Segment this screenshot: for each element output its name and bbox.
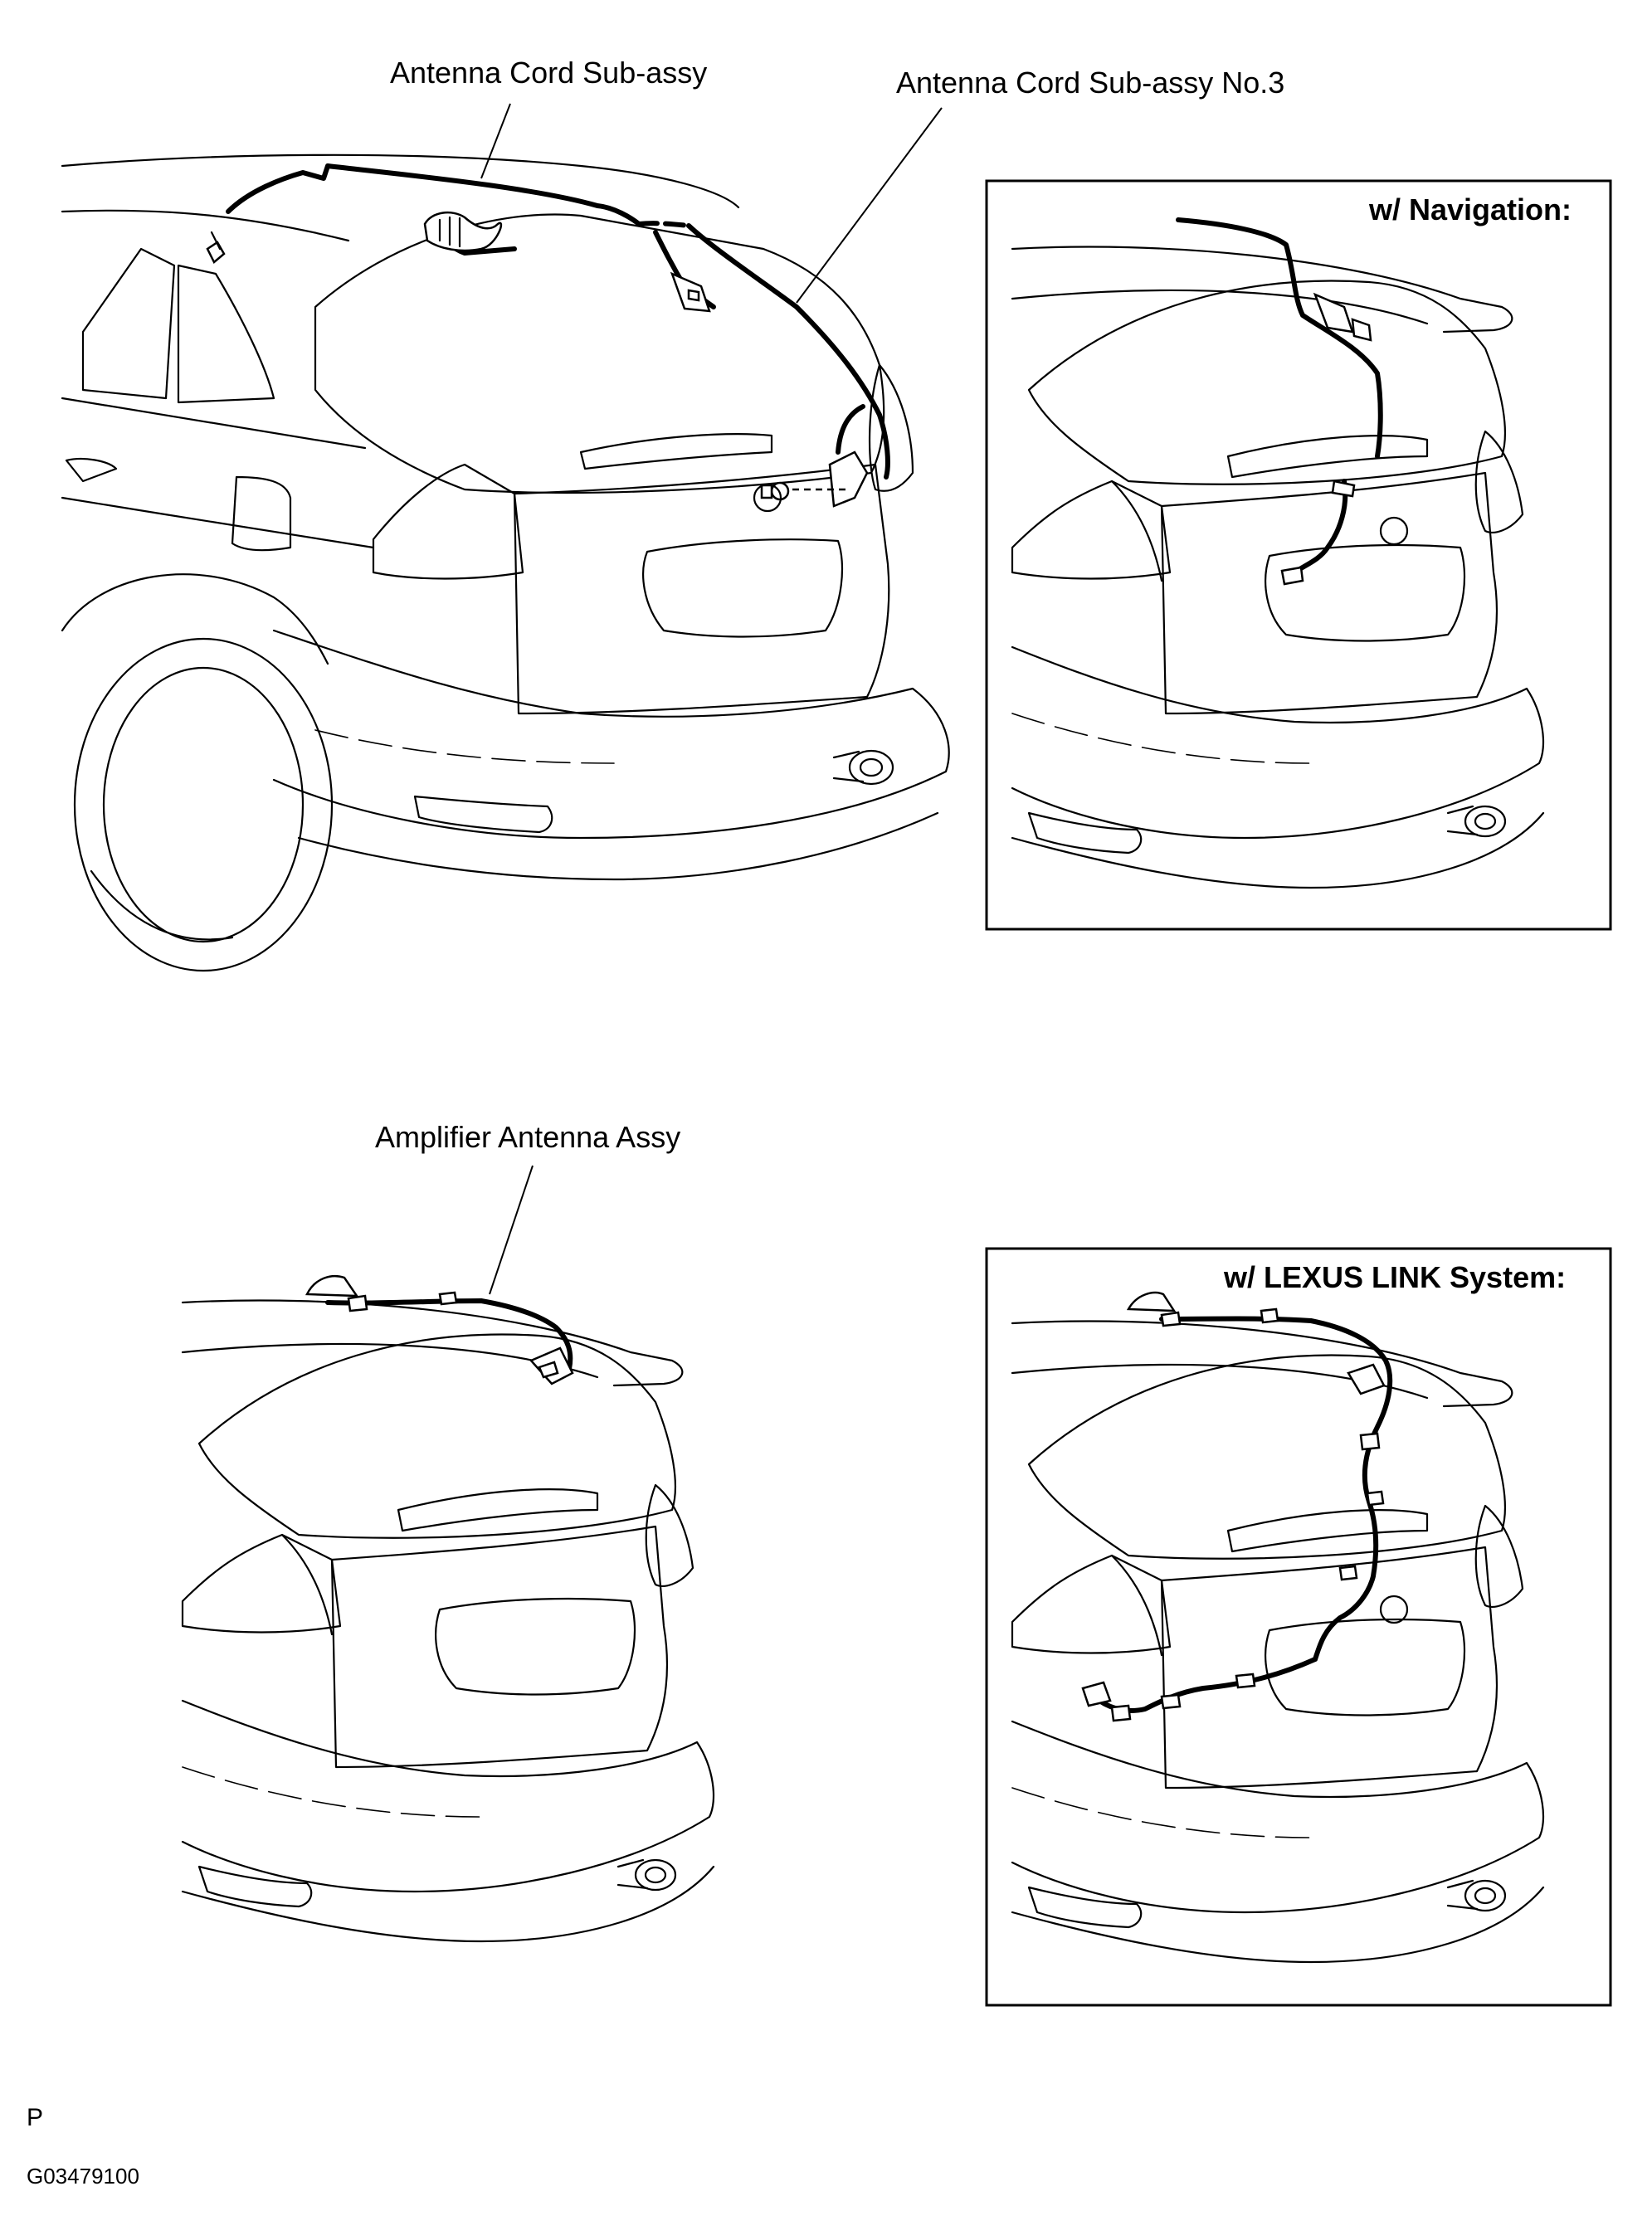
lexus-link-connector-upper (1347, 1363, 1386, 1395)
shark-fin-antenna (305, 1274, 359, 1298)
navigation-connector (1313, 292, 1354, 334)
page-marker: P (27, 2104, 43, 2131)
leader-antenna-cord-no3 (796, 107, 943, 304)
lexus-link-connector-lower (1081, 1681, 1112, 1707)
tailgate-grommet (760, 404, 869, 508)
leader-antenna-cord (480, 103, 511, 179)
lexus-link-inset: w/ LEXUS LINK System: (985, 1247, 1612, 2007)
leader-amplifier-antenna (489, 1165, 534, 1295)
navigation-box-title: w/ Navigation: (1368, 192, 1572, 226)
navigation-inset: w/ Navigation: (985, 179, 1612, 931)
amplifier-antenna-module (529, 1346, 574, 1385)
antenna-cord-no3-cable (686, 223, 890, 480)
main-vehicle-view (61, 153, 950, 972)
antenna-cord-no3-connector (670, 271, 711, 313)
antenna-cord-cable (226, 163, 641, 226)
label-antenna-cord-no3: Antenna Cord Sub-assy No.3 (896, 66, 1284, 100)
figure-code: G03479100 (27, 2164, 139, 2189)
label-amplifier-antenna: Amplifier Antenna Assy (375, 1120, 680, 1154)
navigation-cable (1176, 217, 1383, 459)
antenna-cord-coil (423, 211, 503, 252)
roof-clip (206, 241, 226, 264)
amplifier-antenna-view (181, 1274, 715, 1943)
lexus-link-box-title: w/ LEXUS LINK System: (1223, 1260, 1566, 1294)
label-antenna-cord: Antenna Cord Sub-assy (390, 56, 707, 90)
amplifier-antenna-cable (325, 1298, 573, 1371)
